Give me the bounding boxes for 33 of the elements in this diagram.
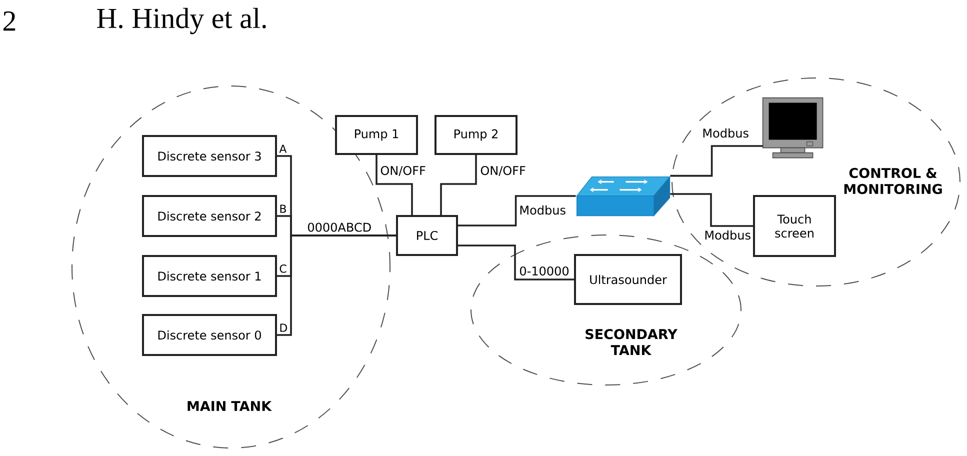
connector-line [458,195,576,226]
monitor-icon [762,97,824,158]
connector-line [670,145,763,177]
page-number: 2 [3,11,16,31]
edge-label: C [278,263,288,274]
device-box: Touch screen [753,195,836,257]
edge-label: Modbus [703,229,752,241]
zone-title: CONTROL & MONITORING [844,168,942,194]
bus-label: 0000ABCD [308,222,371,232]
edge-label: B [278,204,288,214]
connector-line [670,193,753,227]
connector-line [376,155,413,215]
edge-label: ON/OFF [379,165,427,178]
edge-label: 0-10000 [518,265,570,277]
running-head: H. Hindy et al. [97,8,266,34]
device-box: PLC [396,215,458,256]
edge-label: Modbus [701,127,750,139]
device-box: Discrete sensor 3 [142,135,277,177]
device-box: Discrete sensor 1 [142,255,277,297]
device-box: Ultrasounder [574,254,682,305]
device-box: Pump 1 [335,115,418,155]
connector-line [458,244,574,280]
connector-line [440,155,477,215]
edge-label: Modbus [518,204,567,216]
device-box: Pump 2 [434,115,518,155]
device-box: Discrete sensor 0 [142,314,277,356]
zone-title: MAIN TANK [188,401,272,411]
connector-line [277,234,396,336]
edge-label: ON/OFF [479,165,527,178]
zone-title: SECONDARY TANK [586,329,678,356]
device-box: Discrete sensor 2 [142,195,277,237]
edge-label: D [278,322,289,333]
edge-label: A [278,144,288,154]
